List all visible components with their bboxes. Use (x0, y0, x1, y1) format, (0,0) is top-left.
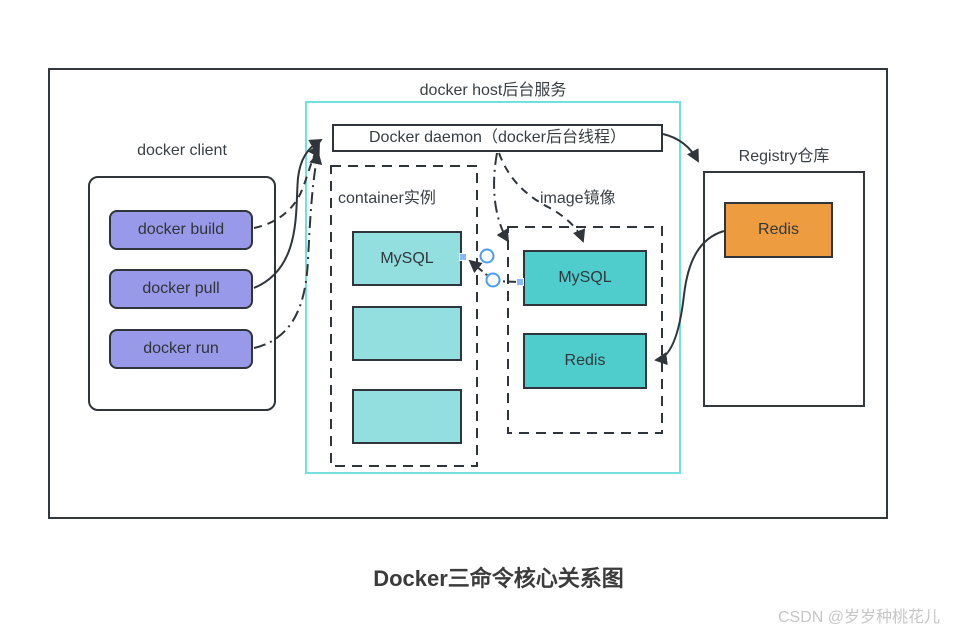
watermark: CSDN @岁岁种桃花儿 (777, 609, 940, 626)
docker-run-node: docker run (109, 329, 253, 369)
container-mysql-node: MySQL (352, 231, 462, 286)
docker-pull-node: docker pull (109, 269, 253, 309)
docker-build-node: docker build (109, 210, 253, 250)
docker-client-title: docker client (137, 142, 227, 159)
image-mysql-node: MySQL (523, 250, 647, 306)
registry-redis-node: Redis (724, 202, 833, 258)
docker-host-title: docker host后台服务 (419, 82, 567, 99)
container-group-title: container实例 (338, 190, 436, 207)
diagram-caption: Docker三命令核心关系图 (373, 566, 624, 591)
registry-title: Registry仓库 (738, 148, 830, 165)
container-empty-node (352, 389, 462, 444)
image-redis-node: Redis (523, 333, 647, 389)
docker-daemon-node: Docker daemon（docker后台线程） (332, 124, 663, 152)
image-group-title: image镜像 (540, 190, 616, 207)
container-empty-node (352, 306, 462, 361)
